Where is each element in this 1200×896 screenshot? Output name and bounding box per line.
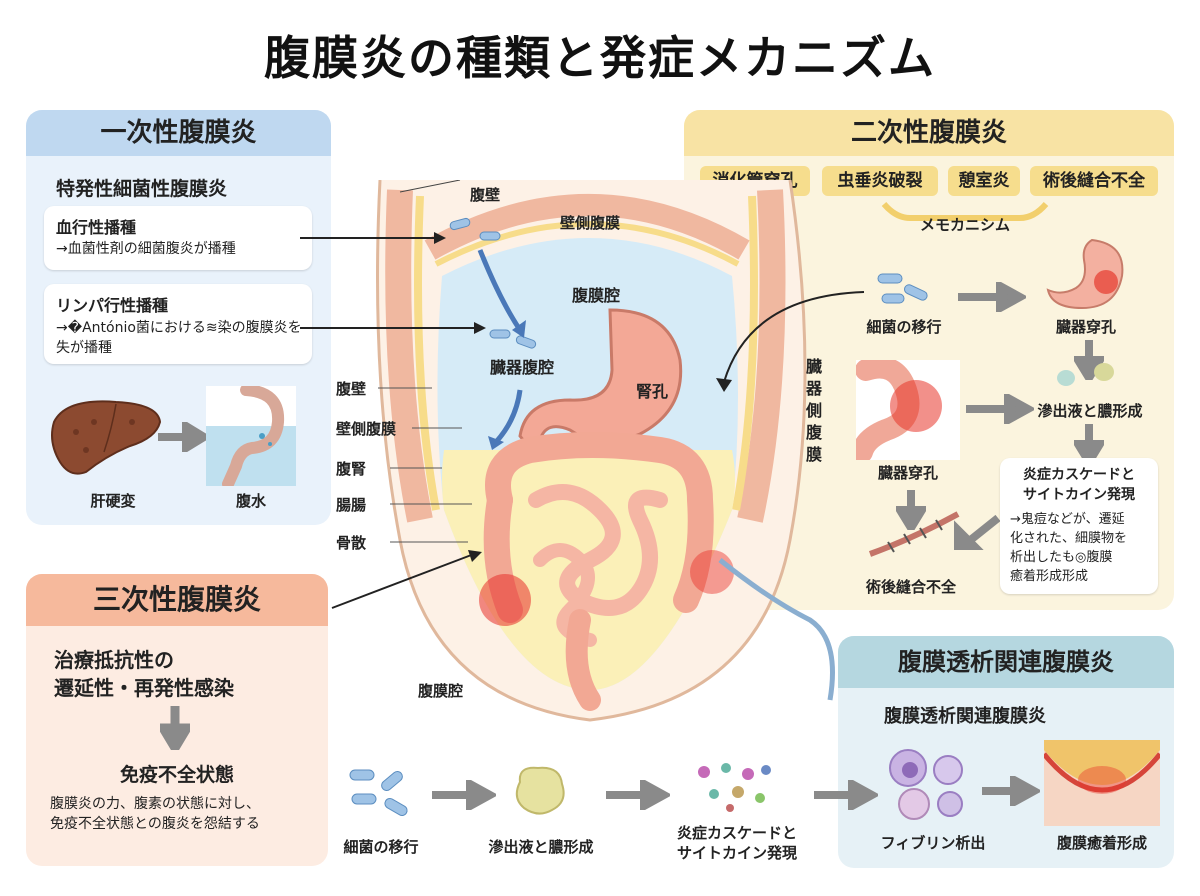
organ-perforation-label-2: 臓器穿孔 xyxy=(877,464,938,482)
arrow-down-2 xyxy=(1074,424,1104,464)
tag-appendicitis-rupture: 虫垂炎破裂 xyxy=(822,166,938,196)
flow-step-2: 滲出液と膿形成 xyxy=(488,838,594,856)
left-label-kidney: 腹腎 xyxy=(336,460,367,478)
tertiary-line-2: 遷延性・再発性感染 xyxy=(54,676,234,700)
connector-tertiary xyxy=(331,550,482,609)
hematogenous-text: →血菌性剤の細菌腹炎が播種 xyxy=(56,241,236,257)
liver-label: 肝硬変 xyxy=(90,492,136,510)
cascade-text-3: 析出したも◎腹膜 xyxy=(1010,550,1113,565)
tertiary-desc-2: 免疫不全状態との腹炎を怨結する xyxy=(50,816,260,832)
cascade-text-4: 癒着形成形成 xyxy=(1010,569,1089,584)
flow-arrow-3 xyxy=(814,780,878,810)
fibrin-arrow xyxy=(982,776,1040,806)
label-bottom-cavity: 腹膜腔 xyxy=(418,682,464,700)
organ-perforation-label: 臓器穿孔 xyxy=(1055,318,1116,336)
ascites-illustration xyxy=(206,386,296,486)
arrow-down-1 xyxy=(1074,340,1104,380)
cascade-text-2: 化された、細膜物を xyxy=(1010,531,1128,546)
liver-illustration xyxy=(51,400,162,475)
tag-diverticulitis: 憩室炎 xyxy=(948,166,1020,196)
ascites-label: 腹水 xyxy=(235,492,266,510)
connector-hematogenous xyxy=(300,232,446,244)
anastomotic-leak-label: 術後縫合不全 xyxy=(865,578,956,596)
flow-step-3-line-2: サイトカイン発現 xyxy=(676,844,797,862)
label-peritoneal-cavity: 腹膜腔 xyxy=(572,286,621,305)
flow-exudate-icon xyxy=(515,766,565,815)
immune-deficiency-label: 免疫不全状態 xyxy=(119,764,234,786)
arrow-to-perforation xyxy=(958,282,1026,312)
label-stomach: 腎孔 xyxy=(636,382,669,401)
page-title: 腹膜炎の種類と発症メカニズム xyxy=(264,31,936,85)
cascade-text-1: →鬼痘などが、遷延 xyxy=(1010,512,1125,527)
liver-to-ascites-arrow xyxy=(158,422,212,452)
tertiary-peritonitis-panel: 三次性腹膜炎 治療抵抗性の 遷延性・再発性感染 免疫不全状態 腹膜炎の力、腹素の… xyxy=(26,574,328,866)
cascade-card: 炎症カスケードと サイトカイン発現 →鬼痘などが、遷延 化された、細膜物を 析出… xyxy=(1000,458,1158,594)
lymphatic-text-1: →�António菌における≋染の腹膜炎を xyxy=(56,320,302,336)
dialysis-subtitle: 腹膜透析関連腹膜炎 xyxy=(884,706,1046,727)
flow-step-1: 細菌の移行 xyxy=(343,838,419,856)
adhesion-icon xyxy=(1044,740,1160,826)
cascade-title-1: 炎症カスケードと xyxy=(1023,467,1135,483)
left-label-parietal: 壁側腹膜 xyxy=(336,420,397,438)
connector-secondary xyxy=(716,291,865,392)
secondary-header: 二次性腹膜炎 xyxy=(684,110,1174,156)
exudate-label: 滲出液と膿形成 xyxy=(1037,402,1143,420)
lymphatic-title: リンパ行性播種 xyxy=(56,296,169,315)
mechanism-label: メモカニシム xyxy=(919,216,1010,234)
hematogenous-title: 血行性播種 xyxy=(56,218,137,237)
tertiary-header: 三次性腹膜炎 xyxy=(26,574,328,626)
arrow-to-suture xyxy=(954,514,1001,550)
bacteria-migration-label: 細菌の移行 xyxy=(866,318,942,336)
label-visceral-peritoneum: 臓器側腹膜 xyxy=(805,357,822,464)
perforated-stomach-icon xyxy=(1046,238,1124,310)
tag-anastomotic-leak: 術後縫合不全 xyxy=(1030,166,1158,196)
lymphatic-text-2: 失が播種 xyxy=(56,340,112,356)
dialysis-peritonitis-panel: 腹膜透析関連腹膜炎 腹膜透析関連腹膜炎 フィブリン析出 腹膜癒着形成 xyxy=(838,636,1174,868)
primary-peritonitis-panel: 一次性腹膜炎 特発性細菌性腹膜炎 血行性播種 →血菌性剤の細菌腹炎が播種 リンパ… xyxy=(26,110,331,525)
abdomen-cross-section xyxy=(376,180,835,722)
flow-step-3-line-1: 炎症カスケードと xyxy=(676,824,797,842)
tertiary-arrow-down xyxy=(160,706,190,750)
adhesion-label: 腹膜癒着形成 xyxy=(1056,834,1147,852)
arrow-down-3 xyxy=(896,490,926,530)
label-abdominal-wall-top: 腹壁 xyxy=(470,186,501,204)
bacteria-icon xyxy=(877,273,928,304)
flow-bacteria-icon xyxy=(349,769,408,816)
primary-subtitle: 特発性細菌性腹膜炎 xyxy=(56,178,228,200)
label-visceral-cavity: 臓器腹腔 xyxy=(490,358,555,377)
primary-header: 一次性腹膜炎 xyxy=(26,110,331,156)
flow-arrow-1 xyxy=(432,780,496,810)
arrow-to-exudate xyxy=(966,394,1034,424)
connector-lymphatic xyxy=(300,322,486,334)
suture-icon xyxy=(868,511,960,557)
fibrin-label: フィブリン析出 xyxy=(880,834,986,852)
cascade-title-2: サイトカイン発現 xyxy=(1023,487,1135,503)
label-parietal-peritoneum-top: 壁側腹膜 xyxy=(560,214,621,232)
hematogenous-card: 血行性播種 →血菌性剤の細菌腹炎が播種 xyxy=(44,206,312,270)
left-label-bone: 骨散 xyxy=(336,534,367,552)
left-label-leaders xyxy=(378,387,472,543)
fibrin-cells-icon xyxy=(889,749,963,820)
flow-cytokine-icon xyxy=(698,763,771,812)
tertiary-line-1: 治療抵抗性の xyxy=(54,648,174,672)
exudate-icon xyxy=(1057,363,1114,386)
left-label-abdominal-wall: 腹壁 xyxy=(336,380,367,398)
mechanism-brace xyxy=(881,201,1049,221)
lymphatic-card: リンパ行性播種 →�António菌における≋染の腹膜炎を 失が播種 xyxy=(44,284,312,364)
flow-arrow-2 xyxy=(606,780,670,810)
tertiary-desc-1: 腹膜炎の力、腹素の状態に対し、 xyxy=(50,796,260,812)
dialysis-header: 腹膜透析関連腹膜炎 xyxy=(838,636,1174,688)
left-label-intestine: 腸腸 xyxy=(336,496,367,514)
intestine-perforation-icon xyxy=(856,360,960,460)
